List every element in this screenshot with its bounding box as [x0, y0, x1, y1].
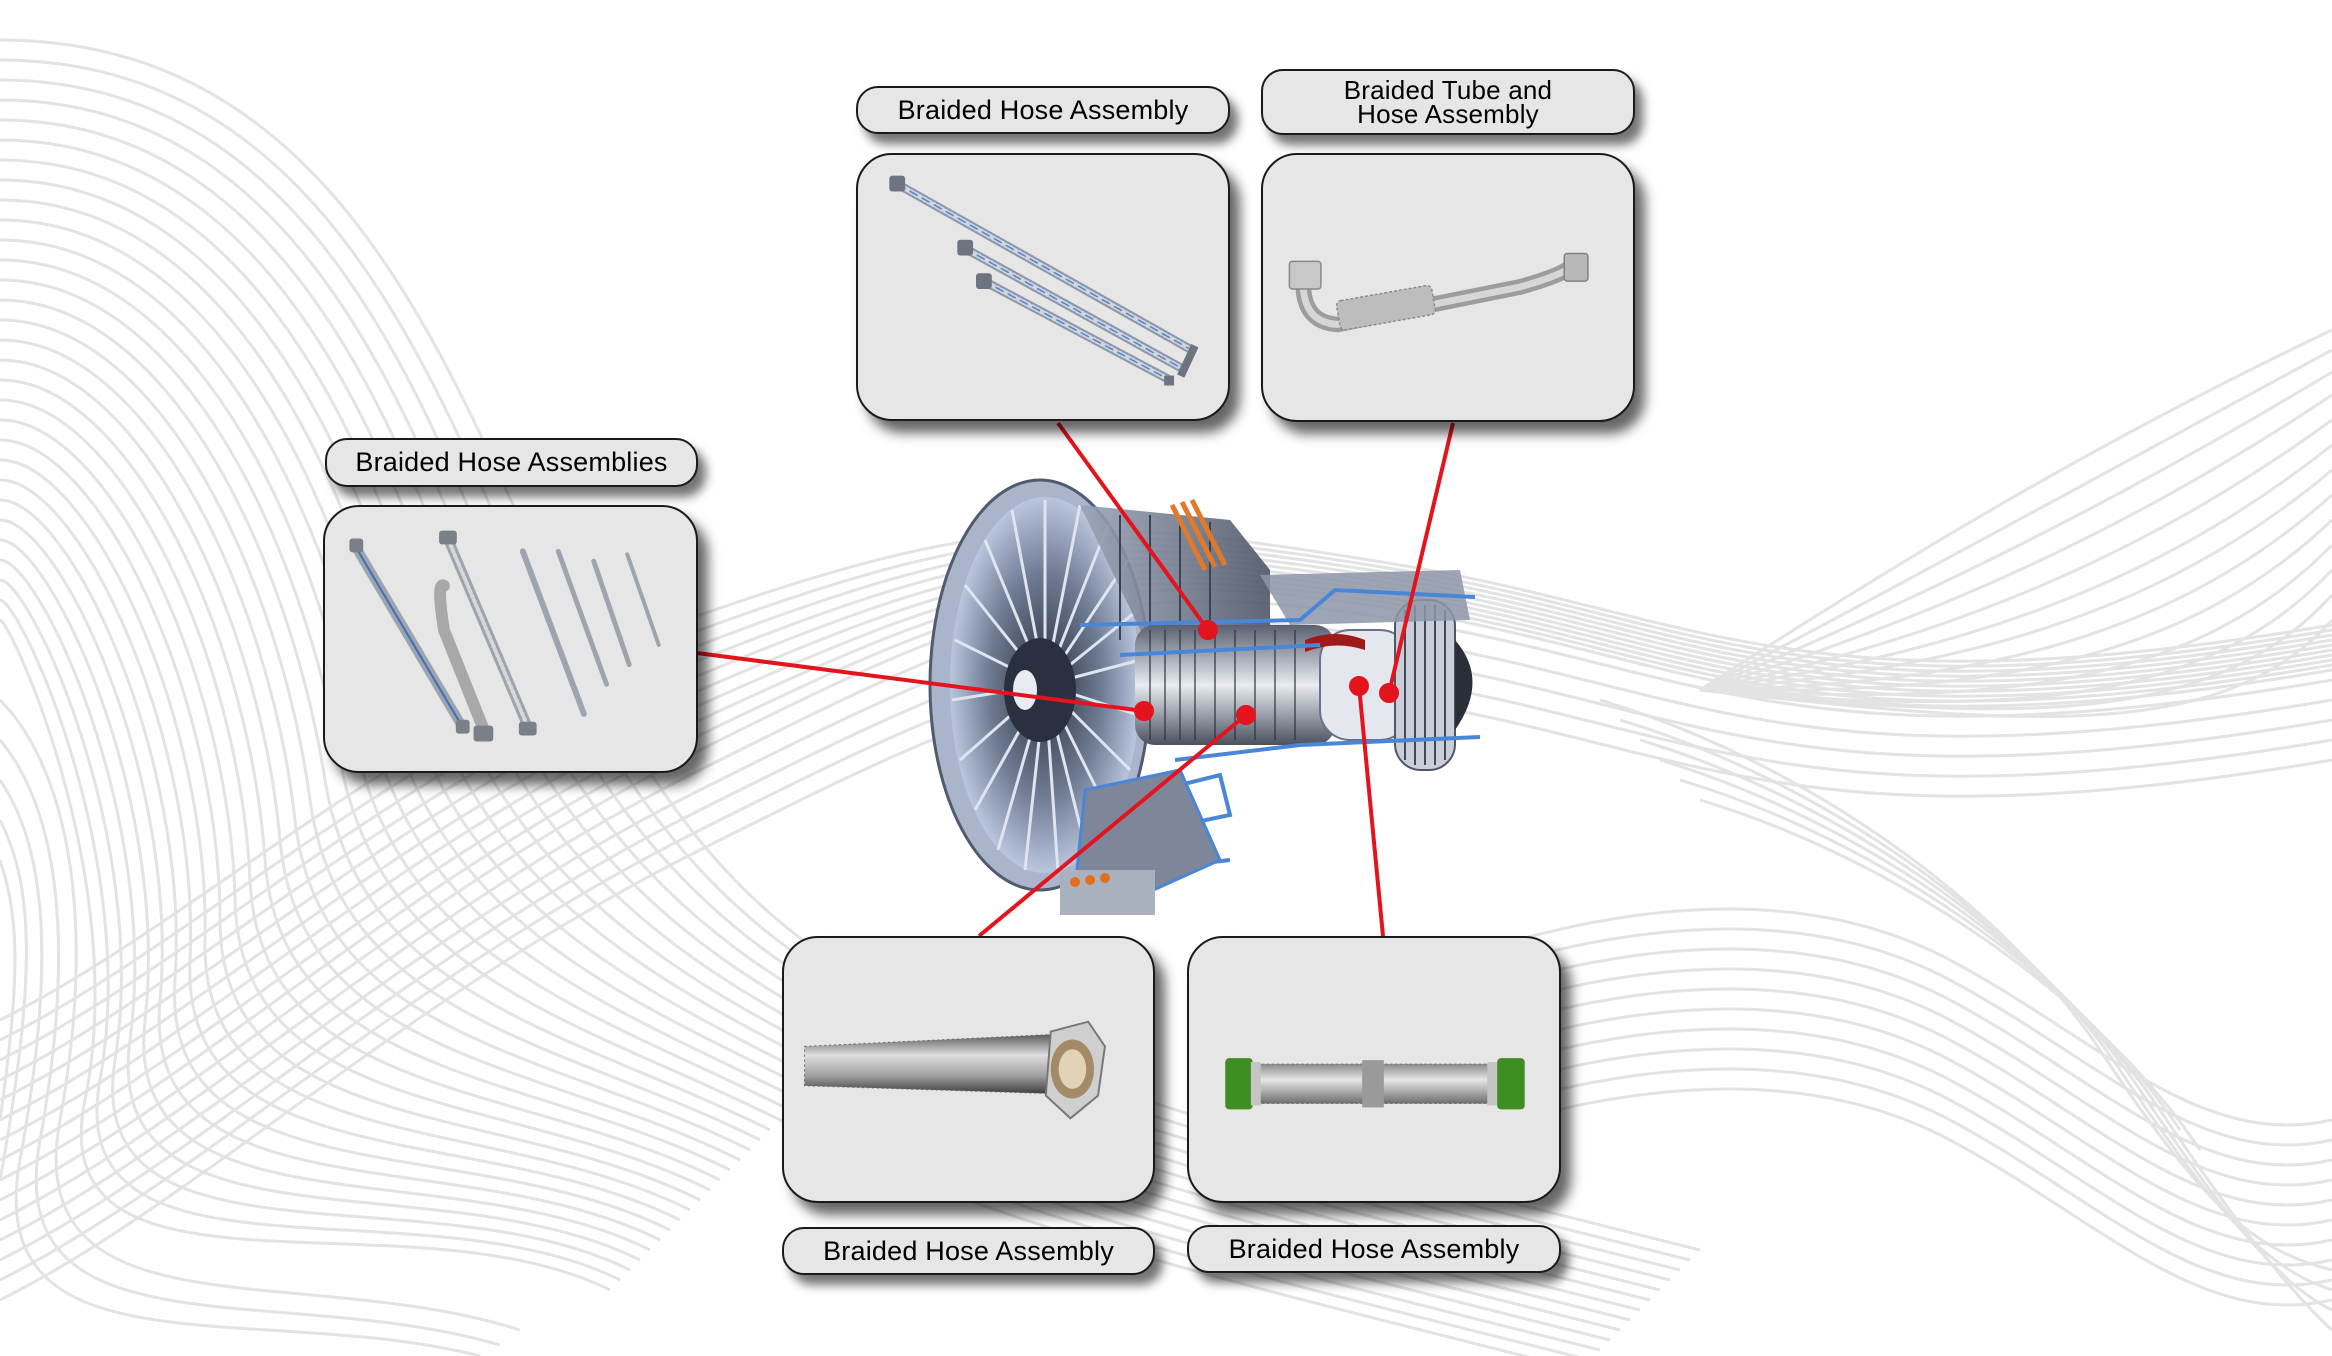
label-braided-hose-assembly-bottom-right: Braided Hose Assembly: [1187, 1225, 1561, 1273]
label-text-line-2: Hose Assembly: [1357, 99, 1539, 129]
panel-braided-tube-and-hose-assembly: [1261, 153, 1635, 422]
label-braided-hose-assembly-bottom-left: Braided Hose Assembly: [782, 1227, 1155, 1275]
label-text-line-1: Braided Tube and: [1343, 75, 1553, 105]
panel-braided-hose-assembly-top: [856, 153, 1230, 421]
label-text: Braided Hose Assemblies: [355, 447, 668, 477]
hose-assemblies-set-image: [349, 530, 661, 742]
green-fitting-braided-hose-image: [1225, 1058, 1525, 1110]
panel-braided-hose-assemblies: [323, 505, 698, 773]
panel-braided-hose-assembly-bottom-right: [1187, 936, 1561, 1203]
label-braided-tube-and-hose-assembly: Braided Tube and Hose Assembly: [1261, 69, 1635, 135]
bent-tube-hose-image: [1288, 252, 1589, 333]
label-braided-hose-assemblies: Braided Hose Assemblies: [325, 438, 698, 487]
label-text: Braided Hose Assembly: [897, 94, 1189, 125]
label-text: Braided Hose Assembly: [1228, 1233, 1520, 1264]
flanged-braided-hose-image: [804, 1020, 1106, 1120]
label-text: Braided Hose Assembly: [823, 1235, 1114, 1266]
label-braided-hose-assembly-top: Braided Hose Assembly: [856, 86, 1230, 134]
panel-braided-hose-assembly-bottom-left: [782, 936, 1155, 1203]
straight-braided-hoses-image: [889, 175, 1199, 386]
